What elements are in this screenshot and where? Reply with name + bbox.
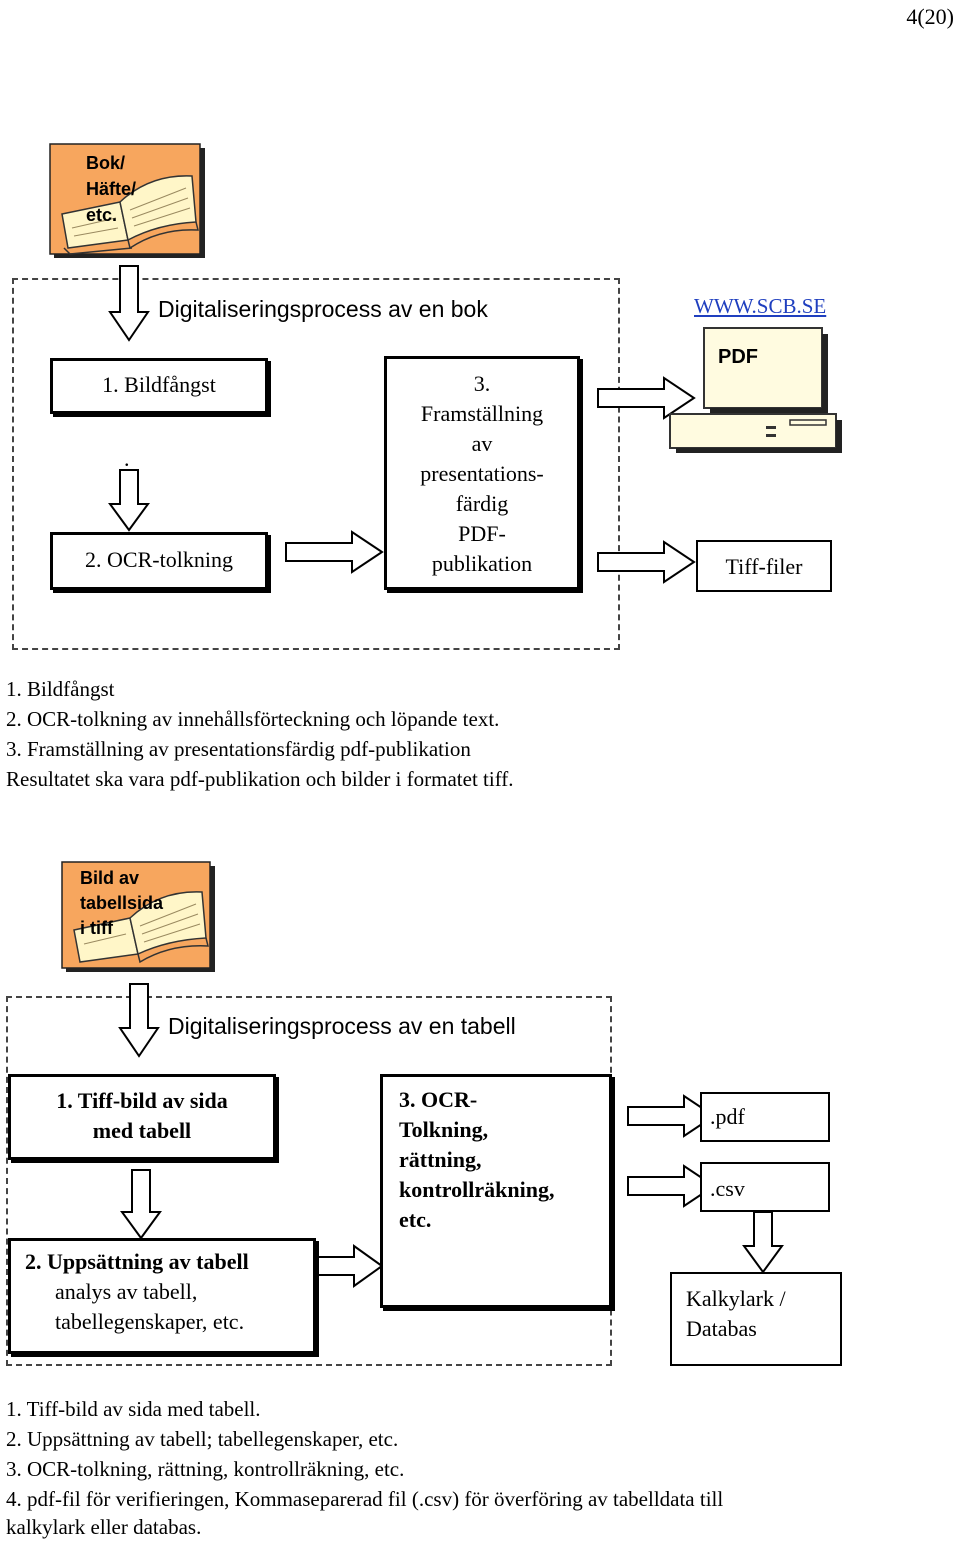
right-arrow-icon — [627, 1094, 716, 1138]
step-3-line: färdig — [455, 491, 509, 516]
pdf-output-label: .pdf — [710, 1104, 745, 1129]
book-image: Bok/ Häfte/ etc. — [49, 143, 206, 258]
table-page-image: Bild av tabellsida i tiff — [61, 861, 216, 972]
caption-line: 2. OCR-tolkning av innehållsförteckning … — [6, 707, 500, 731]
step-3-line: kontrollräkning, — [399, 1177, 555, 1202]
down-arrow-icon — [108, 265, 150, 342]
computer-icon — [669, 327, 842, 453]
caption-line: kalkylark eller databas. — [6, 1515, 202, 1539]
down-arrow-icon — [118, 983, 160, 1058]
csv-output-label: .csv — [710, 1176, 745, 1201]
caption-line: 1. Tiff-bild av sida med tabell. — [6, 1397, 261, 1421]
step-3-box: 3. Framställning av presentations- färdi… — [384, 356, 580, 590]
step-1-box: 1. Bildfångst — [50, 358, 268, 414]
page-number: 4(20) — [906, 4, 954, 29]
diagram-title: Digitaliseringsprocess av en bok — [158, 296, 488, 322]
step-2-box: 2. OCR-tolkning — [50, 532, 268, 590]
book-label-line: i tiff — [80, 918, 113, 938]
down-arrow-icon — [742, 1211, 784, 1274]
step-3-line: 3. OCR- — [399, 1087, 478, 1112]
caption-line: 3. OCR-tolkning, rättning, kontrollräkni… — [6, 1457, 405, 1481]
step-3-line: rättning, — [399, 1147, 482, 1172]
step-2-line: analys av tabell, — [55, 1279, 198, 1304]
pdf-output-box: .pdf — [700, 1092, 830, 1142]
down-arrow-icon — [108, 469, 150, 532]
book-label-line: Bild av — [80, 868, 140, 888]
step-3-line: 3. — [473, 371, 491, 396]
csv-output-box: .csv — [700, 1162, 830, 1212]
step-3-box: 3. OCR- Tolkning, rättning, kontrollräkn… — [380, 1074, 612, 1308]
caption-line: 4. pdf-fil för verifieringen, Kommasepar… — [6, 1487, 724, 1511]
step-3-line: presentations- — [420, 461, 544, 486]
website-link[interactable]: WWW.SCB.SE — [694, 294, 827, 318]
step-1-line: 1. Tiff-bild av sida — [56, 1088, 228, 1113]
book-label-line: etc. — [86, 205, 118, 225]
down-arrow-icon — [120, 1169, 162, 1240]
database-line: Kalkylark / — [686, 1286, 786, 1311]
step-2-title: 2. Uppsättning av tabell — [25, 1249, 249, 1274]
right-arrow-icon — [597, 540, 696, 584]
computer-screen-label: PDF — [718, 346, 758, 368]
step-3-line: av — [471, 431, 493, 456]
open-book-icon — [49, 143, 205, 258]
step-3-line: etc. — [399, 1207, 432, 1232]
step-2-box: 2. Uppsättning av tabell analys av tabel… — [8, 1238, 316, 1354]
separator-dot: . — [124, 446, 130, 471]
caption-line: 2. Uppsättning av tabell; tabellegenskap… — [6, 1427, 399, 1451]
right-arrow-icon — [597, 376, 696, 420]
step-1-line: med tabell — [92, 1118, 192, 1143]
right-arrow-icon — [317, 1244, 384, 1288]
step-3-line: Tolkning, — [399, 1117, 489, 1142]
computer-image: PDF — [669, 324, 846, 454]
database-output-box: Kalkylark / Databas — [670, 1272, 842, 1366]
tiff-output-label: Tiff-filer — [725, 554, 803, 579]
book-label-line: tabellsida — [80, 893, 164, 913]
step-3-line: Framställning — [420, 401, 544, 426]
step-2-line: tabellegenskaper, etc. — [55, 1309, 245, 1334]
database-line: Databas — [686, 1316, 757, 1341]
right-arrow-icon — [627, 1164, 716, 1208]
book-label-line: Häfte/ — [86, 179, 137, 199]
tiff-output-box: Tiff-filer — [696, 540, 832, 592]
process-frame — [12, 278, 620, 650]
diagram-title: Digitaliseringsprocess av en tabell — [168, 1013, 516, 1039]
caption-line: 3. Framställning av presentationsfärdig … — [6, 737, 471, 761]
step-3-line: PDF- — [458, 521, 506, 546]
step-1-box: 1. Tiff-bild av sida med tabell — [8, 1074, 276, 1160]
book-label-line: Bok/ — [86, 153, 126, 173]
step-3-line: publikation — [431, 551, 533, 576]
step-1-label: 1. Bildfångst — [102, 372, 216, 397]
caption-line: Resultatet ska vara pdf-publikation och … — [6, 767, 514, 791]
right-arrow-icon — [285, 530, 384, 574]
open-book-icon — [61, 861, 215, 972]
step-2-label: 2. OCR-tolkning — [85, 547, 233, 572]
caption-line: 1. Bildfångst — [6, 677, 115, 701]
